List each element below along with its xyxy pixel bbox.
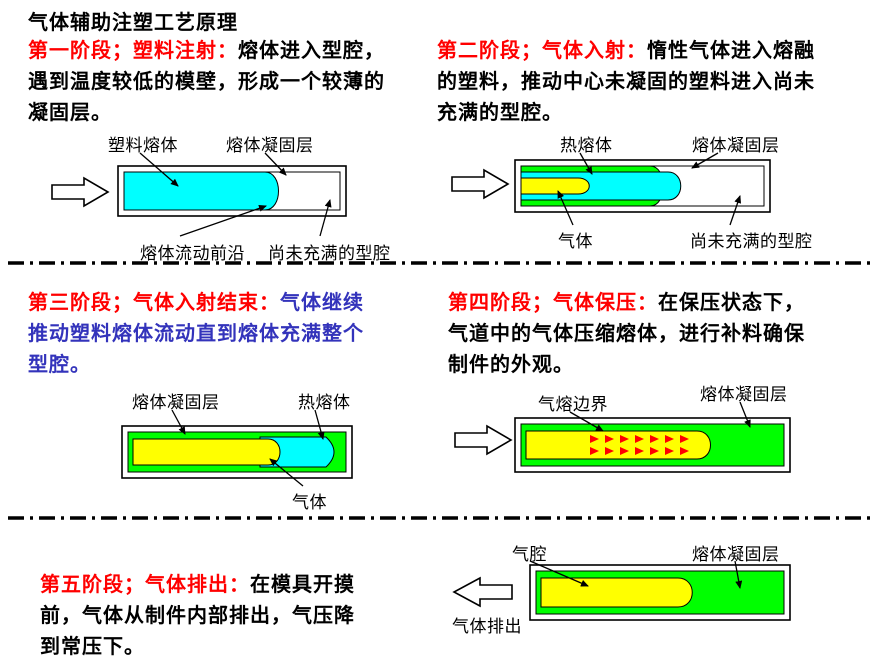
stage1-heading: 第一阶段；塑料注射： [28, 40, 238, 62]
plastic-melt-region [123, 171, 279, 211]
page-title: 气体辅助注塑工艺原理 [28, 12, 238, 34]
stage3-body: 气体继续推动塑料熔体流动直到熔体充满整个型腔。 [28, 292, 364, 376]
leader-gas-melt-boundary [569, 411, 604, 432]
stage2-text: 第二阶段；气体入射：惰性气体进入熔融的塑料，推动中心未凝固的塑料进入尚未充满的型… [437, 36, 823, 129]
stage1-diagram: 塑料熔体 熔体凝固层 熔体流动前沿 尚未充满的型腔 [40, 128, 390, 270]
stage5-label-gas-exhaust: 气体排出 [452, 617, 522, 636]
stage2-diagram: 热熔体 熔体凝固层 气体 尚未充满的型腔 [440, 128, 813, 258]
stage1-label-unfilled-cavity: 尚未充满的型腔 [268, 244, 391, 263]
dash-dot-separator [8, 261, 874, 265]
pressure-arrows-icon [590, 435, 689, 455]
stage2-body: 惰性气体进入熔融的塑料，推动中心未凝固的塑料进入尚未充满的型腔。 [437, 40, 815, 124]
gas-pressure-arrow-icon [454, 424, 513, 456]
leader-gas [557, 190, 574, 226]
stage1-body: 熔体进入型腔，遇到温度较低的模壁，形成一个较薄的凝固层。 [28, 40, 385, 124]
stage3-label-solidified-layer: 熔体凝固层 [132, 393, 220, 412]
leader-plastic-melt [139, 152, 179, 187]
stage3-diagram: 熔体凝固层 热熔体 气体 [110, 382, 400, 512]
gas-cavity-region [540, 577, 693, 608]
stage4-label-solidified-layer: 熔体凝固层 [700, 385, 788, 404]
stage3-label-gas: 气体 [292, 493, 327, 512]
stage5-label-gas-cavity: 气腔 [512, 545, 547, 564]
stage4-body: 在保压状态下，气道中的气体压缩熔体，进行补料确保制件的外观。 [448, 292, 805, 376]
stage2-label-hot-melt: 热熔体 [560, 136, 613, 155]
leader-solidified-layer [739, 401, 751, 428]
stage2-label-gas: 气体 [558, 232, 593, 251]
leader-gas [269, 458, 304, 487]
stage3-text: 第三阶段；气体入射结束：气体继续推动塑料熔体流动直到熔体充满整个型腔。 [28, 288, 372, 381]
stage3-label-hot-melt: 热熔体 [298, 393, 351, 412]
injection-flow-arrow-icon [51, 176, 110, 208]
injection-flow-arrow-icon [451, 168, 510, 200]
stage2-heading: 第二阶段；气体入射： [437, 40, 647, 62]
stage1-label-solidified-layer: 熔体凝固层 [226, 136, 314, 155]
leader-solidified-layer [691, 152, 719, 169]
stage5-text: 第五阶段；气体排出：在模具开摸前，气体从制件内部排出，气压降到常压下。 [40, 570, 362, 663]
gas-channel-region [525, 430, 711, 460]
stage4-heading: 第四阶段；气体保压： [448, 292, 658, 314]
stage5-body: 在模具开摸前，气体从制件内部排出，气压降到常压下。 [40, 574, 355, 658]
leader-gas-cavity [529, 560, 589, 587]
leader-unfilled-cavity [729, 195, 742, 226]
stage4-text: 第四阶段；气体保压：在保压状态下，气道中的气体压缩熔体，进行补料确保制件的外观。 [448, 288, 812, 381]
gas-exhaust-arrow-icon [452, 576, 513, 608]
stage5-diagram: 气腔 熔体凝固层 气体排出 [440, 532, 810, 662]
leader-hot-melt [579, 152, 593, 175]
stage4-label-gas-melt-boundary: 气熔边界 [538, 395, 608, 414]
stage1-label-plastic-melt: 塑料熔体 [108, 136, 178, 155]
dash-dot-separator [8, 516, 874, 520]
stage4-diagram: 气熔边界 熔体凝固层 [445, 372, 805, 492]
stage5-heading: 第五阶段；气体排出： [40, 574, 250, 596]
leader-hot-melt [314, 409, 325, 440]
stage1-text: 第一阶段；塑料注射：熔体进入型腔，遇到温度较低的模壁，形成一个较薄的凝固层。 [28, 36, 390, 129]
stage5-label-solidified-layer: 熔体凝固层 [692, 545, 780, 564]
leader-solidified-layer [171, 409, 186, 435]
gas-region [520, 177, 590, 195]
gas-region [132, 438, 281, 466]
stage3-heading: 第三阶段；气体入射结束： [28, 292, 280, 314]
leader-solidified-layer [264, 152, 287, 176]
stage1-label-flow-front: 熔体流动前沿 [140, 244, 245, 263]
stage2-label-solidified-layer: 熔体凝固层 [692, 136, 780, 155]
leader-unfilled-cavity [319, 199, 332, 237]
leader-flow-front [179, 205, 267, 237]
leader-solidified-layer [734, 560, 743, 589]
stage2-label-unfilled-cavity: 尚未充满的型腔 [690, 232, 813, 251]
